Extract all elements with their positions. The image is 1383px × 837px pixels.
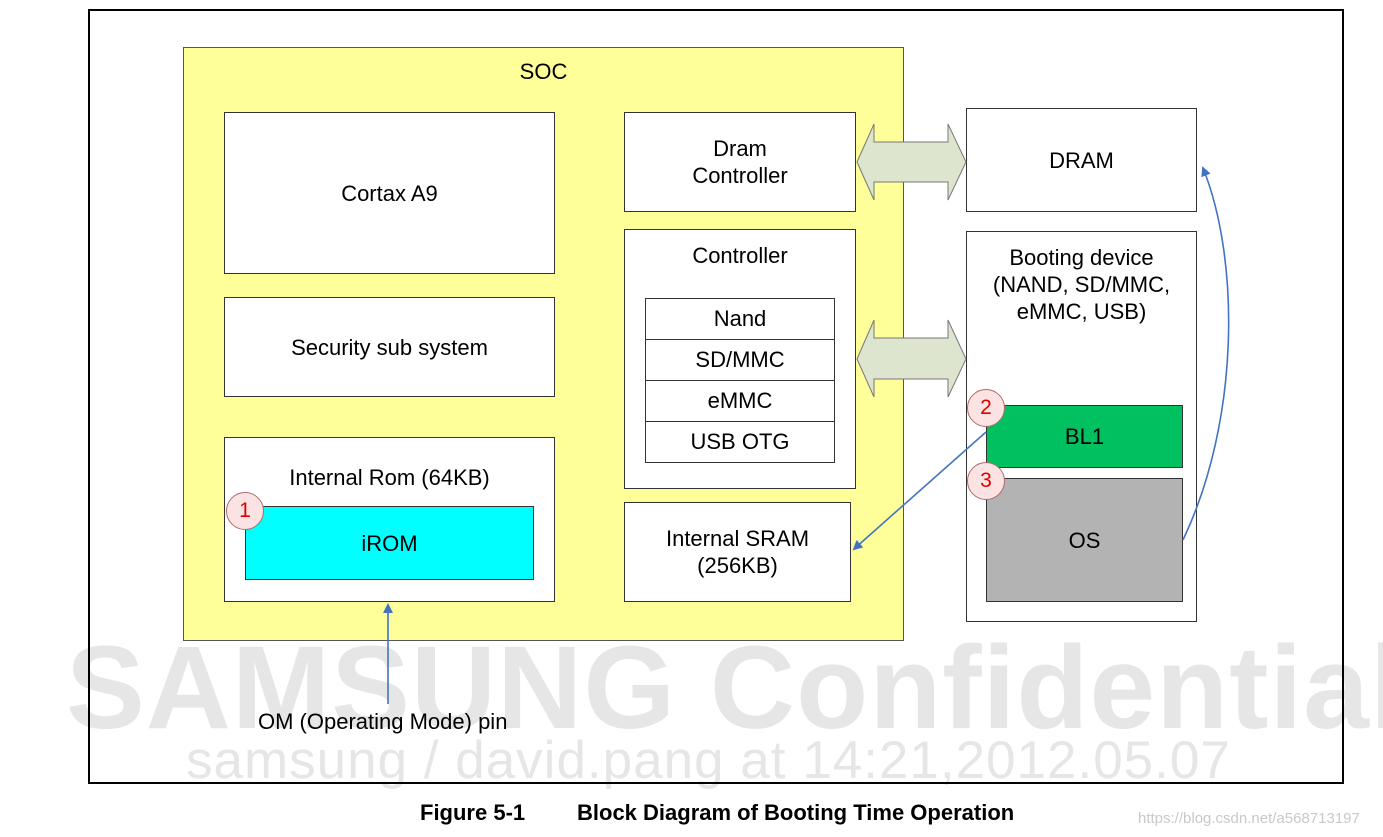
controller-item-sdmmc: SD/MMC — [646, 340, 834, 381]
os-to-dram-arrow — [1182, 166, 1230, 541]
dram-controller-block: Dram Controller — [624, 112, 856, 212]
irom-label: iROM — [361, 530, 418, 556]
step-2-marker: 2 — [967, 389, 1005, 427]
dram-controller-label-line2: Controller — [692, 163, 788, 188]
booting-device-label-line1: Booting device — [1009, 245, 1154, 270]
source-url: https://blog.csdn.net/a568713197 — [1138, 810, 1360, 827]
soc-label: SOC — [519, 59, 568, 84]
watermark-user-timestamp: samsung / david.pang at 14:21,2012.05.07 — [186, 731, 1231, 790]
controller-label: Controller — [692, 243, 788, 268]
diagram-frame — [88, 9, 1344, 784]
os-label: OS — [1068, 527, 1101, 553]
dram-block: DRAM — [966, 108, 1197, 212]
figure-title: Block Diagram of Booting Time Operation — [577, 800, 1015, 825]
security-subsystem-block: Security sub system — [224, 297, 555, 397]
step-1-marker: 1 — [226, 492, 264, 530]
internal-sram-label-line1: Internal SRAM — [665, 526, 810, 551]
internal-sram-block: Internal SRAM (256KB) — [624, 502, 851, 602]
controller-interface-list: Nand SD/MMC eMMC USB OTG — [645, 298, 835, 463]
controller-item-nand: Nand — [646, 299, 834, 340]
cortex-a9-block: Cortax A9 — [224, 112, 555, 274]
dram-label: DRAM — [1049, 147, 1114, 173]
dram-bus-double-arrow — [856, 123, 967, 201]
controller-item-usb-otg: USB OTG — [646, 422, 834, 463]
security-subsystem-label: Security sub system — [291, 334, 488, 360]
os-block: OS — [986, 478, 1183, 602]
internal-rom-label: Internal Rom (64KB) — [289, 465, 490, 490]
controller-item-emmc: eMMC — [646, 381, 834, 422]
irom-block: iROM — [245, 506, 534, 580]
internal-sram-label-line2: (256KB) — [697, 553, 778, 578]
bl1-to-sram-arrow — [852, 431, 987, 551]
bl1-block: BL1 — [986, 405, 1183, 468]
booting-device-label-line3: eMMC, USB) — [1016, 299, 1147, 324]
dram-controller-label-line1: Dram — [713, 136, 767, 161]
cortex-a9-label: Cortax A9 — [341, 180, 438, 206]
bl1-label: BL1 — [1064, 424, 1105, 449]
figure-number: Figure 5-1 — [420, 800, 526, 825]
watermark-confidential: SAMSUNG Confidential — [66, 622, 1383, 754]
booting-device-label-line2: (NAND, SD/MMC, — [992, 272, 1171, 297]
booting-bus-double-arrow — [856, 319, 967, 398]
om-pin-label: OM (Operating Mode) pin — [258, 709, 508, 734]
step-3-marker: 3 — [967, 462, 1005, 500]
